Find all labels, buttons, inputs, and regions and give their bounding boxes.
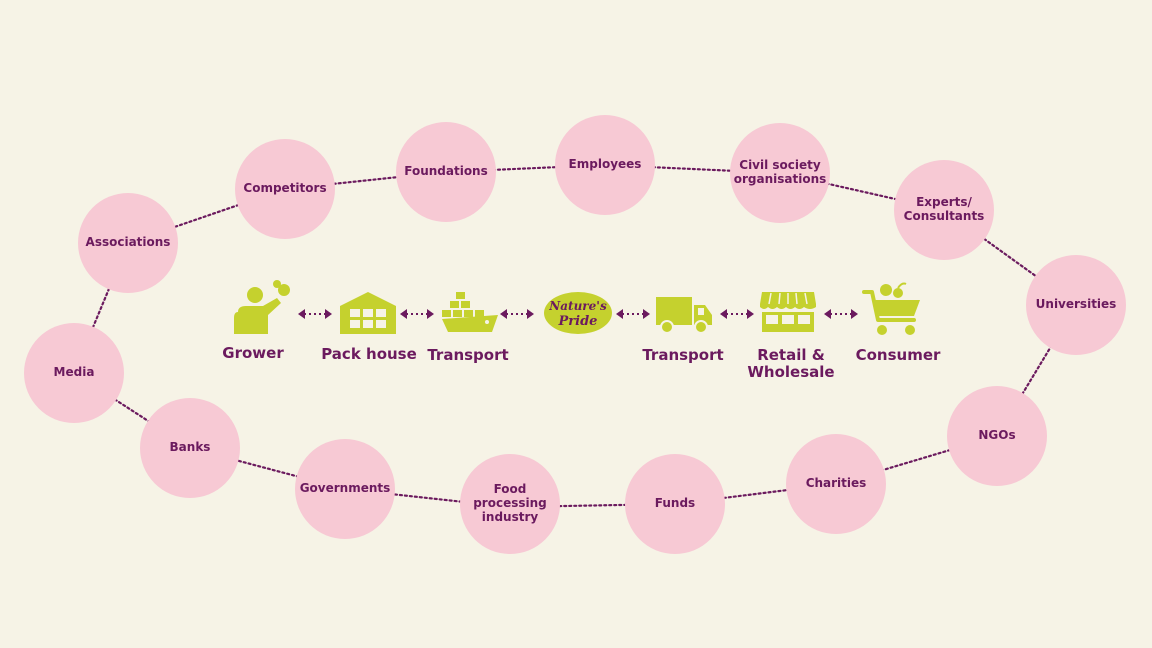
stakeholder-funds: Funds [625, 454, 725, 554]
ship-icon [442, 292, 498, 332]
logo-line-2: Pride [558, 314, 598, 329]
logo-line-1: Nature's [548, 299, 607, 313]
stakeholder-food-processing: Food processing industry [460, 454, 560, 554]
shopping-cart-icon [862, 282, 920, 335]
arrow-packhouse-ship [400, 309, 434, 319]
stakeholder-media: Media [24, 323, 124, 423]
chain-label-grower: Grower [222, 344, 284, 362]
stakeholder-foundations: Foundations [396, 122, 496, 222]
natures-pride-logo: Nature's Pride [544, 292, 612, 334]
grower-icon [234, 280, 290, 334]
stakeholder-competitors: Competitors [235, 139, 335, 239]
chain-label-retail: Retail & Wholesale [747, 346, 835, 381]
shop-icon [760, 292, 816, 332]
stakeholder-universities: Universities [1026, 255, 1126, 355]
stakeholder-civil-society: Civil society organisations [730, 123, 830, 223]
stakeholder-charities: Charities [786, 434, 886, 534]
stakeholder-ngos: NGOs [947, 386, 1047, 486]
warehouse-icon [340, 292, 396, 334]
arrow-grower-packhouse [298, 309, 332, 319]
stakeholder-banks: Banks [140, 398, 240, 498]
arrow-ship-naturespride [500, 309, 534, 319]
stakeholder-governments: Governments [295, 439, 395, 539]
stakeholder-associations: Associations [78, 193, 178, 293]
chain-label-consumer: Consumer [855, 346, 941, 364]
stakeholder-employees: Employees [555, 115, 655, 215]
truck-icon [656, 297, 712, 334]
chain-label-transport-truck: Transport [642, 346, 724, 364]
arrow-truck-retail [720, 309, 754, 319]
arrow-retail-consumer [824, 309, 858, 319]
chain-label-transport-ship: Transport [427, 346, 509, 364]
stakeholder-experts: Experts/ Consultants [894, 160, 994, 260]
chain-label-pack-house: Pack house [321, 345, 417, 363]
arrow-naturespride-truck [616, 309, 650, 319]
